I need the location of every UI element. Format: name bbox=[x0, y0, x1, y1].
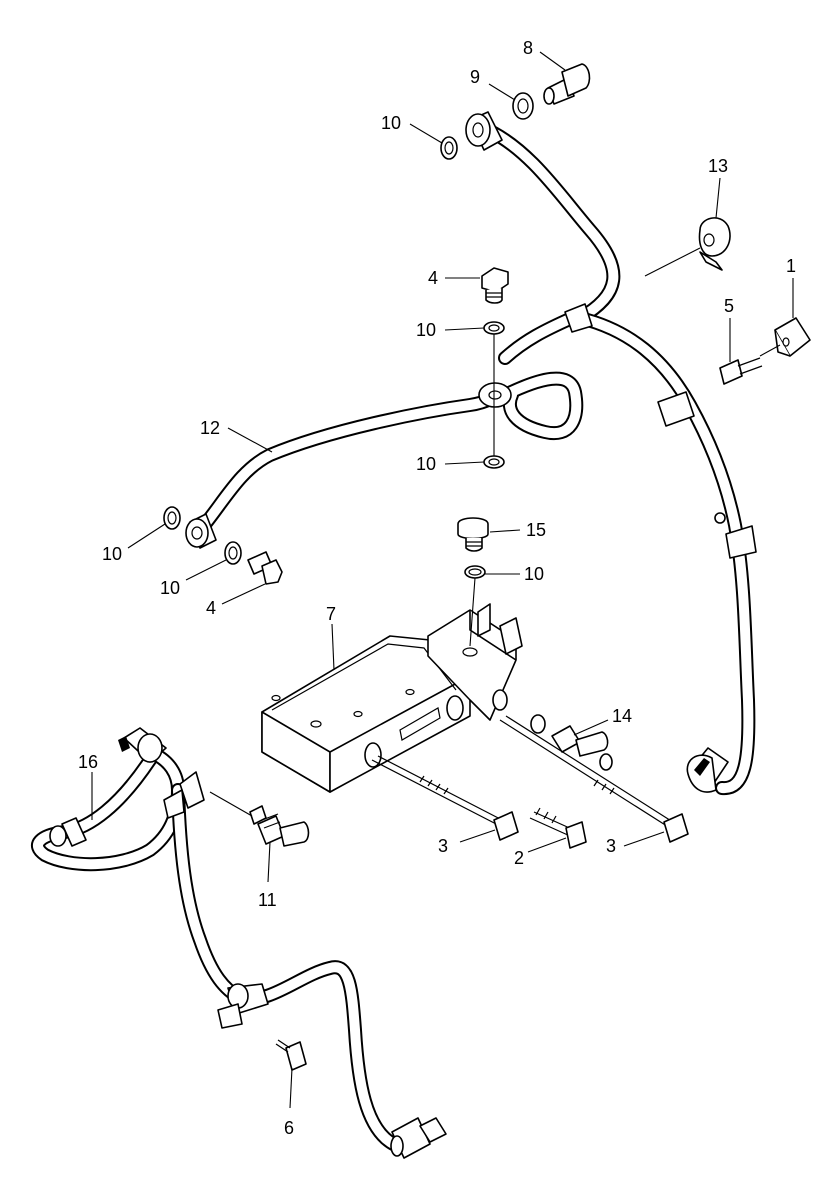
part-5-bolt bbox=[719, 357, 763, 385]
fitting-bottom-right bbox=[686, 747, 729, 793]
callout-6: 6 bbox=[284, 1118, 294, 1138]
part-10-washer-f bbox=[464, 565, 486, 579]
part-15-plug bbox=[457, 517, 489, 552]
callout-8: 8 bbox=[523, 38, 533, 58]
part-1-clip bbox=[774, 317, 811, 357]
callout-15: 15 bbox=[526, 520, 546, 540]
part-3-bolt-b bbox=[499, 715, 689, 843]
callout-4: 4 bbox=[428, 268, 438, 288]
parts bbox=[49, 63, 811, 1159]
callout-labels: 8 9 10 13 1 4 5 10 12 10 10 15 10 10 4 7… bbox=[78, 38, 796, 1138]
part-10-washer-d bbox=[163, 506, 181, 530]
callout-3: 3 bbox=[606, 836, 616, 856]
pipes bbox=[31, 123, 756, 1152]
callout-4: 4 bbox=[206, 598, 216, 618]
part-6-bolt bbox=[217, 983, 307, 1071]
part-10-washer-b bbox=[483, 321, 505, 335]
part-11-fitting bbox=[249, 805, 310, 847]
callout-11: 11 bbox=[258, 890, 277, 910]
callout-13: 13 bbox=[708, 156, 728, 176]
part-16-fitting bbox=[49, 727, 205, 847]
callout-7: 7 bbox=[326, 604, 336, 624]
callout-14: 14 bbox=[612, 706, 632, 726]
part-10-washer-c bbox=[483, 455, 505, 469]
callout-12: 12 bbox=[200, 418, 220, 438]
callout-5: 5 bbox=[724, 296, 734, 316]
callout-1: 1 bbox=[786, 256, 796, 276]
part-2-bolt bbox=[529, 807, 587, 849]
fitting-bottom-center bbox=[390, 1117, 447, 1159]
callout-16: 16 bbox=[78, 752, 98, 772]
callout-10: 10 bbox=[160, 578, 180, 598]
part-8-banjo-bolt bbox=[543, 63, 591, 105]
callout-10: 10 bbox=[524, 564, 544, 584]
part-7-block bbox=[261, 603, 523, 793]
banjo-fitting-center bbox=[478, 382, 512, 408]
leader-lines bbox=[91, 51, 794, 1109]
part-4-bolt-b bbox=[247, 551, 283, 585]
part-3-bolt-a bbox=[371, 755, 519, 841]
callout-3: 3 bbox=[438, 836, 448, 856]
banjo-fitting-top bbox=[465, 111, 503, 151]
callout-10: 10 bbox=[416, 320, 436, 340]
part-14-fitting bbox=[551, 725, 613, 771]
part-13-clamp bbox=[698, 217, 731, 271]
part-10-washer-a bbox=[440, 136, 458, 160]
part-4-bolt-a bbox=[481, 267, 509, 304]
part-10-washer-e bbox=[224, 541, 242, 565]
callout-2: 2 bbox=[514, 848, 524, 868]
callout-9: 9 bbox=[470, 67, 480, 87]
callout-10: 10 bbox=[102, 544, 122, 564]
callout-10: 10 bbox=[381, 113, 401, 133]
part-9-washer bbox=[512, 92, 534, 120]
banjo-fitting-left bbox=[185, 513, 217, 549]
callout-10: 10 bbox=[416, 454, 436, 474]
